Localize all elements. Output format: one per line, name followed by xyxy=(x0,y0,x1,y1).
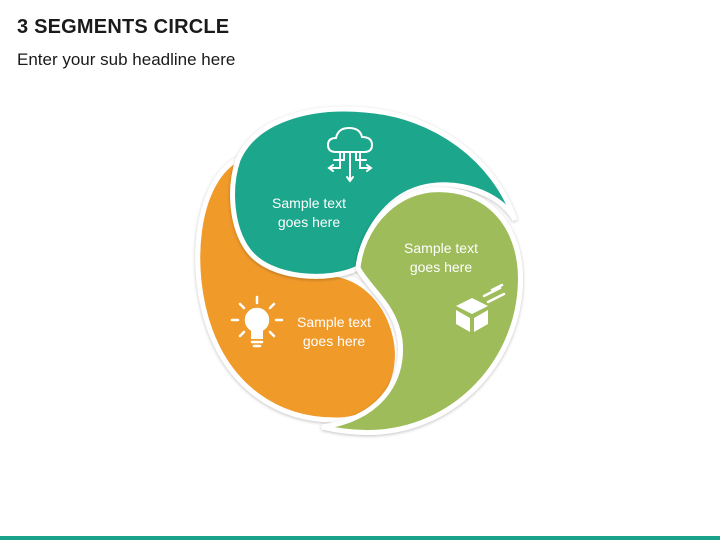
segment-green-text: Sample text goes here xyxy=(381,239,501,277)
delivery-box-icon xyxy=(456,283,506,332)
page-subtitle: Enter your sub headline here xyxy=(17,50,236,69)
segment-teal xyxy=(230,106,518,279)
segment-teal-text: Sample text goes here xyxy=(249,194,369,232)
segment-teal-text-line2: goes here xyxy=(277,214,341,230)
segment-orange-text: Sample text goes here xyxy=(274,313,394,351)
segment-teal-text-line1: Sample text xyxy=(272,195,346,211)
page-title: 3 SEGMENTS CIRCLE xyxy=(17,16,230,38)
cloud-network-icon xyxy=(326,126,374,183)
segment-green-text-line1: Sample text xyxy=(404,240,478,256)
segment-green-text-line2: goes here xyxy=(409,259,473,275)
lightbulb-icon xyxy=(230,295,284,348)
bottom-accent-bar xyxy=(0,536,720,540)
segment-green xyxy=(321,187,523,435)
segment-orange-text-line2: goes here xyxy=(302,333,366,349)
segment-orange-text-line1: Sample text xyxy=(297,314,371,330)
